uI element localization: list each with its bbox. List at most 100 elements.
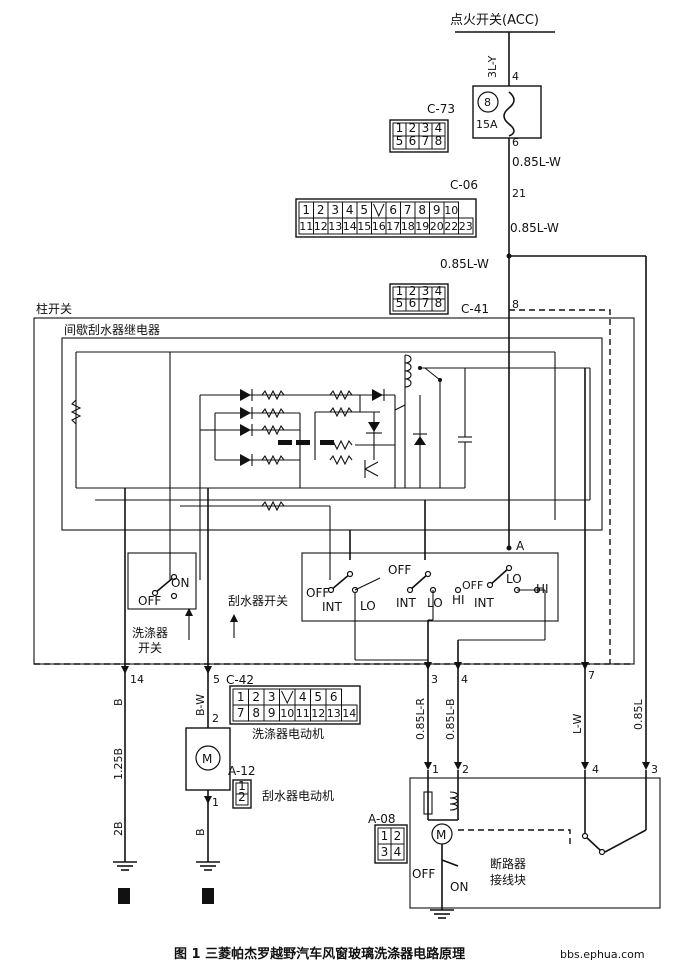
connector-pin-label: 22 [444, 220, 458, 233]
on-bottom: ON [450, 880, 468, 894]
wire-3ly-label: 3L-Y [486, 55, 499, 78]
pin-3: 3 [431, 673, 438, 686]
connector-pin-label: 10 [444, 204, 458, 217]
connector-pin-label: 9 [268, 706, 276, 720]
wiper-motor-m: M [436, 828, 446, 842]
connector-pin-label: 1 [238, 779, 246, 793]
connector-pin-label: 3 [422, 121, 430, 135]
washer-switch-label-1: 洗涤器 [132, 626, 168, 640]
connector-cell [341, 704, 358, 722]
s3-int: INT [474, 596, 495, 610]
off-top: OFF [388, 563, 411, 577]
relay-resistor [70, 399, 82, 425]
connector-pin-label: 17 [386, 220, 400, 233]
s2-hi: HI [452, 593, 465, 607]
connector-pin-label: 5 [396, 296, 404, 310]
connector-key-mark [373, 203, 385, 218]
wire-lw-label: L-W [571, 714, 584, 734]
c41-label: C-41 [461, 302, 489, 316]
connector-pin-label: 8 [435, 134, 443, 148]
off-bottom: OFF [412, 867, 435, 881]
a08-label: A-08 [368, 812, 396, 826]
breaker-dash [458, 829, 571, 848]
connector-pin-label: 1 [381, 829, 389, 843]
connector-pin-label: 5 [360, 203, 368, 217]
pin-6-top: 6 [512, 136, 519, 149]
connector-pin-label: 12 [311, 707, 325, 720]
wire-bw: B-W [194, 694, 207, 716]
fuse-rating: 15A [476, 118, 498, 131]
connector-pin-label: 18 [401, 220, 415, 233]
wire-b-2: B [194, 828, 207, 836]
s1-int: INT [322, 600, 343, 614]
breaker-label-1: 断路器 [490, 856, 526, 871]
column-switch-label: 柱开关 [36, 301, 72, 316]
connector-pin-label: 2 [409, 121, 417, 135]
connector-pin-label: 2 [394, 829, 402, 843]
connector-pin-label: 13 [327, 707, 341, 720]
connector-pin-label: 6 [409, 296, 417, 310]
c42-label: C-42 [226, 673, 254, 687]
wm-pin-1: 1 [212, 796, 219, 809]
pin-4-top: 4 [512, 70, 519, 83]
caption: 图 1 三菱帕杰罗越野汽车风窗玻璃洗涤器电路原理 [174, 946, 465, 962]
connector-pin-label: 20 [430, 220, 444, 233]
pin-14: 14 [130, 673, 144, 686]
connector-key-mark [281, 690, 294, 705]
connector-pin-label: 6 [389, 203, 397, 217]
connector-cell [390, 843, 405, 861]
connector-pin-label: 12 [314, 220, 328, 233]
fuse-number: 8 [484, 96, 491, 109]
washer-motor-icon [195, 745, 221, 771]
washer-off: OFF [138, 594, 161, 608]
c06-label: C-06 [450, 178, 478, 192]
wire-b-1: B [112, 698, 125, 706]
connector-pin-label: 10 [280, 707, 294, 720]
connector-pin-label: 4 [435, 121, 443, 135]
connector-pin-label: 15 [357, 220, 371, 233]
connector-pin-label: 5 [396, 134, 404, 148]
connector-cell [458, 217, 474, 235]
wire-085lw-1: 0.85L-W [512, 155, 561, 169]
wiper-switch-label: 刮水器开关 [228, 594, 288, 608]
washer-motor-label: 洗涤器电动机 [252, 727, 324, 741]
pin-a: A [516, 539, 525, 553]
connector-pin-label: 14 [342, 707, 356, 720]
connector-pin-label: 6 [409, 134, 417, 148]
wm-pin-2: 2 [212, 712, 219, 725]
connector-pin-label: 1 [396, 121, 404, 135]
connector-pin-label: 1 [237, 690, 245, 704]
pin-7: 7 [588, 669, 595, 682]
a08-pin-1: 1 [432, 763, 439, 776]
pin-5: 5 [213, 673, 220, 686]
connector-pin-label: 6 [330, 690, 338, 704]
ignition-label: 点火开关(ACC) [450, 13, 539, 28]
connector-pin-label: 9 [433, 203, 441, 217]
wire-085lb-label: 0.85L-B [444, 698, 457, 740]
connector-pin-label: 4 [346, 203, 354, 217]
connector-pin-label: 23 [459, 220, 473, 233]
a08-pin-3: 3 [651, 763, 658, 776]
relay-label: 间歇刮水器继电器 [64, 323, 160, 337]
breaker-label-2: 接线块 [490, 872, 526, 887]
connector-pin-label: 1 [302, 203, 310, 217]
washer-on: ON [171, 576, 189, 590]
a08-pin-4: 4 [592, 763, 599, 776]
watermark: bbs.ephua.com [560, 948, 645, 961]
connector-pin-label: 4 [435, 284, 443, 298]
connector-pin-label: 13 [328, 220, 342, 233]
connector-pin-label: 14 [343, 220, 357, 233]
fuse-number-circle [477, 91, 499, 113]
connector-pin-label: 3 [422, 284, 430, 298]
connector-pin-label: 2 [238, 790, 246, 804]
connector-pin-label: 8 [252, 706, 260, 720]
connector-pin-label: 11 [296, 707, 310, 720]
connector-pin-label: 4 [394, 845, 402, 859]
fuse-element [503, 91, 515, 137]
s2-int: INT [396, 596, 417, 610]
connector-cell [431, 298, 446, 312]
